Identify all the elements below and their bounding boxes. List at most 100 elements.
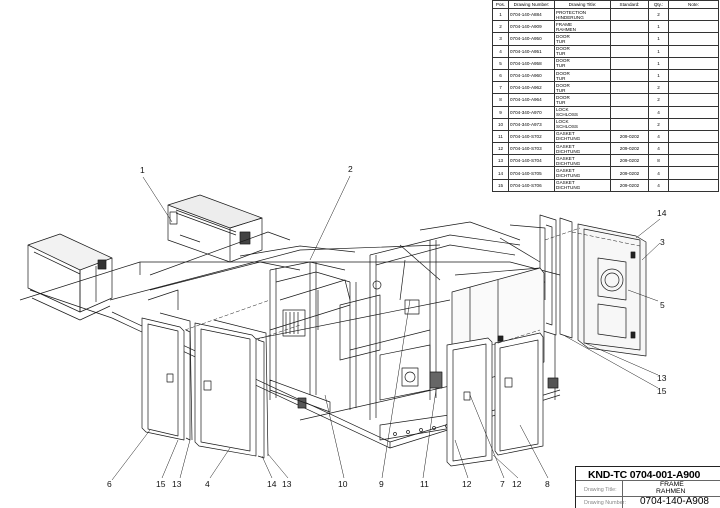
qty-cell: 2 (648, 7, 669, 22)
divider (576, 496, 720, 497)
note-cell (668, 178, 719, 192)
pos-cell: 11 (492, 129, 509, 144)
drawing-title-line: TUR (556, 87, 566, 93)
pos-cell: 2 (492, 20, 509, 34)
callout-label: 13 (282, 479, 292, 489)
drawing-title-line: TUR (556, 99, 566, 105)
standard-cell (610, 56, 649, 70)
note-cell (668, 20, 719, 34)
callout-label: 13 (172, 479, 182, 489)
standard-cell (610, 117, 649, 131)
drawing-number-cell: 0704-140-A909 (508, 20, 555, 34)
standard-cell (610, 68, 649, 83)
rear-right-doors (539, 214, 647, 357)
note-cell (668, 129, 719, 144)
divider (622, 480, 623, 508)
qty-cell: 2 (648, 93, 669, 107)
callout-label: 12 (512, 479, 522, 489)
note-cell (668, 142, 719, 156)
column-header: Drawing Title: (554, 0, 611, 9)
pos-cell: 8 (492, 93, 509, 107)
drawing-title-line: DOOR (556, 33, 570, 39)
callout-label: 13 (657, 373, 667, 383)
standard-cell (610, 20, 649, 34)
callout-label: 3 (660, 237, 665, 247)
drawing-number-cell: 0704-140-S703 (508, 142, 555, 156)
standard-cell: 209-0202 (610, 166, 649, 180)
pos-cell: 4 (492, 44, 509, 58)
title-block: KND-TC 0704-001-A900 Drawing Title: FRAM… (575, 466, 720, 508)
drawing-number-label: Drawing Number: (584, 500, 626, 506)
left-box-unit (27, 233, 113, 321)
qty-cell: 1 (648, 68, 669, 83)
qty-cell: 4 (648, 178, 669, 192)
standard-cell (610, 93, 649, 107)
note-cell (668, 81, 719, 95)
callout-label: 15 (156, 479, 166, 489)
pos-cell: 13 (492, 154, 509, 168)
leader-lines (111, 175, 661, 481)
pos-cell: 7 (492, 81, 509, 95)
callout-label: 1 (140, 165, 145, 175)
drawing-number-cell: 0704-340-A973 (508, 117, 555, 131)
callout-label: 6 (107, 479, 112, 489)
drawing-title-line: DOOR (556, 46, 570, 52)
drawing-title-line: DOOR (556, 82, 570, 88)
qty-cell: 8 (648, 154, 669, 168)
drawing-number-cell: 0704-140-A951 (508, 44, 555, 58)
qty-cell: 2 (648, 81, 669, 95)
drawing-title-line: SCHLOSS (556, 124, 578, 130)
drawing-title-line: DICHTUNG (556, 160, 581, 166)
standard-cell: 209-0202 (610, 154, 649, 168)
drawing-title-line: DICHTUNG (556, 173, 581, 179)
pos-cell: 6 (492, 68, 509, 83)
callout-label: 9 (379, 479, 384, 489)
standard-cell (610, 44, 649, 58)
drawing-title-line: TUR (556, 63, 566, 69)
qty-cell: 1 (648, 32, 669, 46)
qty-cell: 4 (648, 166, 669, 180)
qty-cell: 1 (648, 20, 669, 34)
note-cell (668, 105, 719, 119)
note-cell (668, 117, 719, 131)
standard-cell: 209-0202 (610, 129, 649, 144)
column-header: Qty.: (648, 0, 669, 9)
standard-cell: 209-0202 (610, 178, 649, 192)
drawing-number-cell: 0704-140-A960 (508, 68, 555, 83)
drawing-number-cell: 0704-140-S704 (508, 154, 555, 168)
pos-cell: 3 (492, 32, 509, 46)
callout-label: 2 (348, 164, 353, 174)
note-cell (668, 93, 719, 107)
drawing-number: 0704-140-A908 (640, 496, 709, 507)
note-cell (668, 68, 719, 83)
drawing-title-line: DOOR (556, 70, 570, 76)
drawing-title-line: GASKET (556, 168, 575, 174)
qty-cell: 4 (648, 142, 669, 156)
drawing-number-cell: 0704-140-A962 (508, 81, 555, 95)
column-header: Drawing Number: (508, 0, 555, 9)
callout-label: 7 (500, 479, 505, 489)
drawing-number-cell: 0704-140-A950 (508, 32, 555, 46)
callout-label: 10 (338, 479, 348, 489)
qty-cell: 4 (648, 105, 669, 119)
front-right-doors (446, 267, 545, 467)
parts-list-header-row: Pos. Drawing Number: Drawing Title: Stan… (492, 0, 719, 9)
